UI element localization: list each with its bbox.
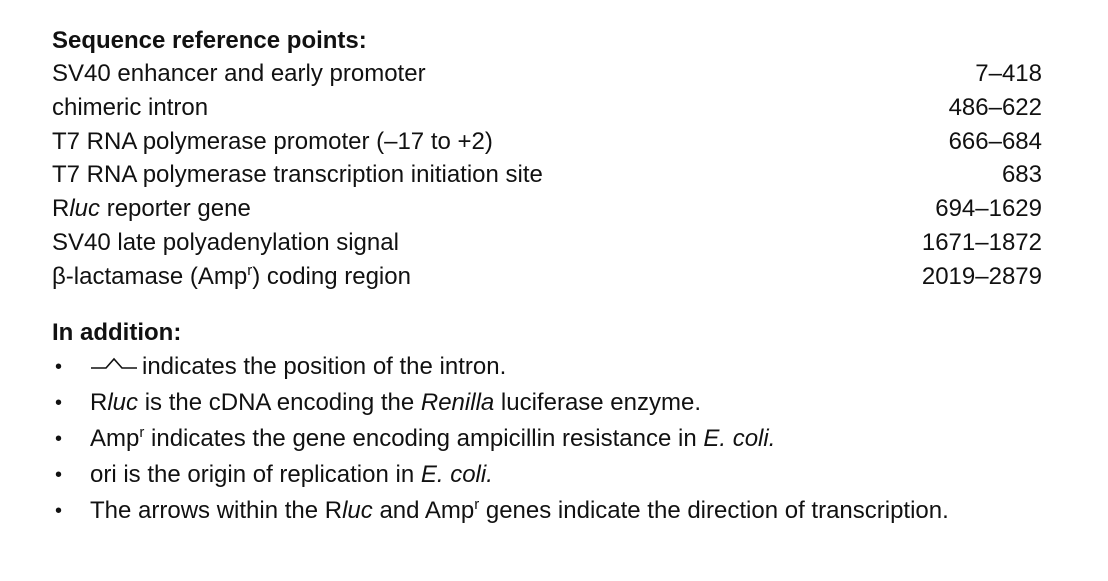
reference-label: SV40 late polyadenylation signal xyxy=(52,226,399,260)
note-item: • indicates the position of the intron. xyxy=(52,349,1042,385)
italic-text: E. coli. xyxy=(420,460,493,488)
reference-range: 2019–2879 xyxy=(921,262,1042,290)
in-addition-heading: In addition: xyxy=(52,318,182,346)
bullet-icon: • xyxy=(55,499,63,522)
text-segment: R xyxy=(90,388,108,416)
superscript-text: r xyxy=(474,495,480,513)
bullet-icon: • xyxy=(55,427,63,450)
document-body: Sequence reference points: SV40 enhancer… xyxy=(52,24,1042,529)
reference-row: T7 RNA polymerase transcription initiati… xyxy=(52,158,1042,192)
text-segment: SV40 late polyadenylation signal xyxy=(52,228,399,256)
bullet-icon: • xyxy=(55,391,63,414)
italic-text: luc xyxy=(69,195,101,223)
reference-label: SV40 enhancer and early promoter xyxy=(52,57,426,91)
bullet-icon: • xyxy=(55,355,63,378)
reference-row: chimeric intron 486–622 xyxy=(52,91,1042,125)
italic-text: luc xyxy=(107,388,139,416)
intron-symbol-icon xyxy=(90,356,138,370)
reference-row: T7 RNA polymerase promoter (–17 to +2) 66… xyxy=(52,125,1042,159)
note-text: indicates the position of the intron. xyxy=(142,353,506,380)
text-segment: Amp xyxy=(90,424,140,452)
note-text: The arrows within the Rluc and Ampr gene… xyxy=(90,497,949,524)
reference-label: T7 RNA polymerase transcription initiati… xyxy=(52,158,543,192)
bullet-icon: • xyxy=(55,463,63,486)
superscript-text: r xyxy=(139,423,145,441)
reference-label: Rluc reporter gene xyxy=(52,192,251,226)
italic-text: luc xyxy=(342,496,373,524)
text-segment: T7 RNA polymerase transcription initiati… xyxy=(52,161,543,189)
text-segment: reporter gene xyxy=(100,195,251,223)
text-segment: is the cDNA encoding the xyxy=(138,388,421,416)
text-segment: indicates the position of the intron. xyxy=(142,352,507,380)
italic-text: E. coli. xyxy=(703,424,776,452)
text-segment: ori is the origin of replication in xyxy=(90,460,421,488)
note-item: • The arrows within the Rluc and Ampr gen… xyxy=(52,493,1042,529)
text-segment: genes indicate the direction of transcri… xyxy=(479,496,949,524)
note-item: • ori is the origin of replication in E. … xyxy=(52,457,1042,493)
reference-row: Rluc reporter gene 694–1629 xyxy=(52,192,1042,226)
reference-range: 1671–1872 xyxy=(921,228,1042,256)
reference-range: 486–622 xyxy=(948,93,1042,121)
note-item: • Ampr indicates the gene encoding ampici… xyxy=(52,421,1042,457)
reference-range: 694–1629 xyxy=(935,195,1042,223)
note-text: ori is the origin of replication in E. c… xyxy=(90,461,493,488)
text-segment: β-lactamase (Amp xyxy=(52,262,248,290)
reference-row: SV40 late polyadenylation signal 1671–187… xyxy=(52,226,1042,260)
text-segment: luciferase enzyme. xyxy=(494,388,702,416)
text-segment: The arrows within the R xyxy=(90,496,343,524)
text-segment: indicates the gene encoding ampicillin r… xyxy=(144,424,704,452)
note-text: Rluc is the cDNA encoding the Renilla lu… xyxy=(90,389,701,416)
superscript-text: r xyxy=(247,261,253,279)
sequence-reference-table: SV40 enhancer and early promoter 7–418 chi… xyxy=(52,57,1042,294)
reference-label: T7 RNA polymerase promoter (–17 to +2) xyxy=(52,125,493,159)
text-segment: T7 RNA polymerase promoter (–17 to +2) xyxy=(52,127,493,155)
reference-range: 683 xyxy=(1001,161,1042,189)
reference-label: chimeric intron xyxy=(52,91,208,125)
notes-list: • indicates the position of the intron. • R… xyxy=(52,349,1042,529)
note-text: Ampr indicates the gene encoding ampicil… xyxy=(90,425,775,452)
text-segment: SV40 enhancer and early promoter xyxy=(52,60,426,87)
reference-label: β-lactamase (Ampr) coding region xyxy=(52,260,411,294)
reference-row: SV40 enhancer and early promoter 7–418 xyxy=(52,57,1042,91)
text-segment: and Amp xyxy=(372,496,475,524)
reference-range: 7–418 xyxy=(975,60,1042,87)
italic-text: Renilla xyxy=(420,388,495,416)
text-segment: R xyxy=(52,195,70,223)
sequence-reference-heading: Sequence reference points: xyxy=(52,27,367,54)
text-segment: chimeric intron xyxy=(52,93,209,121)
reference-range: 666–684 xyxy=(948,127,1042,155)
reference-row: β-lactamase (Ampr) coding region 2019–287… xyxy=(52,260,1042,294)
note-item: • Rluc is the cDNA encoding the Renilla l… xyxy=(52,385,1042,421)
text-segment: ) coding region xyxy=(252,262,411,290)
